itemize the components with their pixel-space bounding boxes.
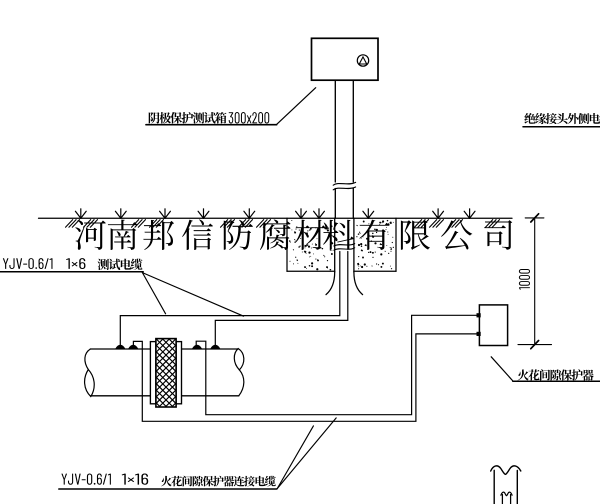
cable-lugs [114,344,221,350]
label-test-box-text [148,111,270,124]
ammeter-symbol [356,54,370,67]
protector-cables [132,314,478,422]
grass-marks [74,208,476,219]
concrete-foundation [286,217,397,272]
dimension-1000-text [518,268,531,290]
protector-cable-label-leader [58,417,337,490]
spark-gap-protector [476,304,509,347]
protector-label-leader [490,356,600,382]
test-cable-label-leader [0,270,245,317]
insulating-joint [149,337,183,408]
test-box-label-leader [145,87,317,126]
soil-hatches [64,219,501,228]
label-outer-cable-text [524,112,600,125]
dimension-1000-lines [517,212,553,350]
label-protector-text [517,369,594,381]
label-protector-cable-text [61,473,276,487]
label-test-cable-text [2,258,143,271]
test-cables [119,250,349,347]
test-box [310,37,379,82]
riser-conduit [332,79,357,219]
pipe-riser-symbol [490,465,522,504]
